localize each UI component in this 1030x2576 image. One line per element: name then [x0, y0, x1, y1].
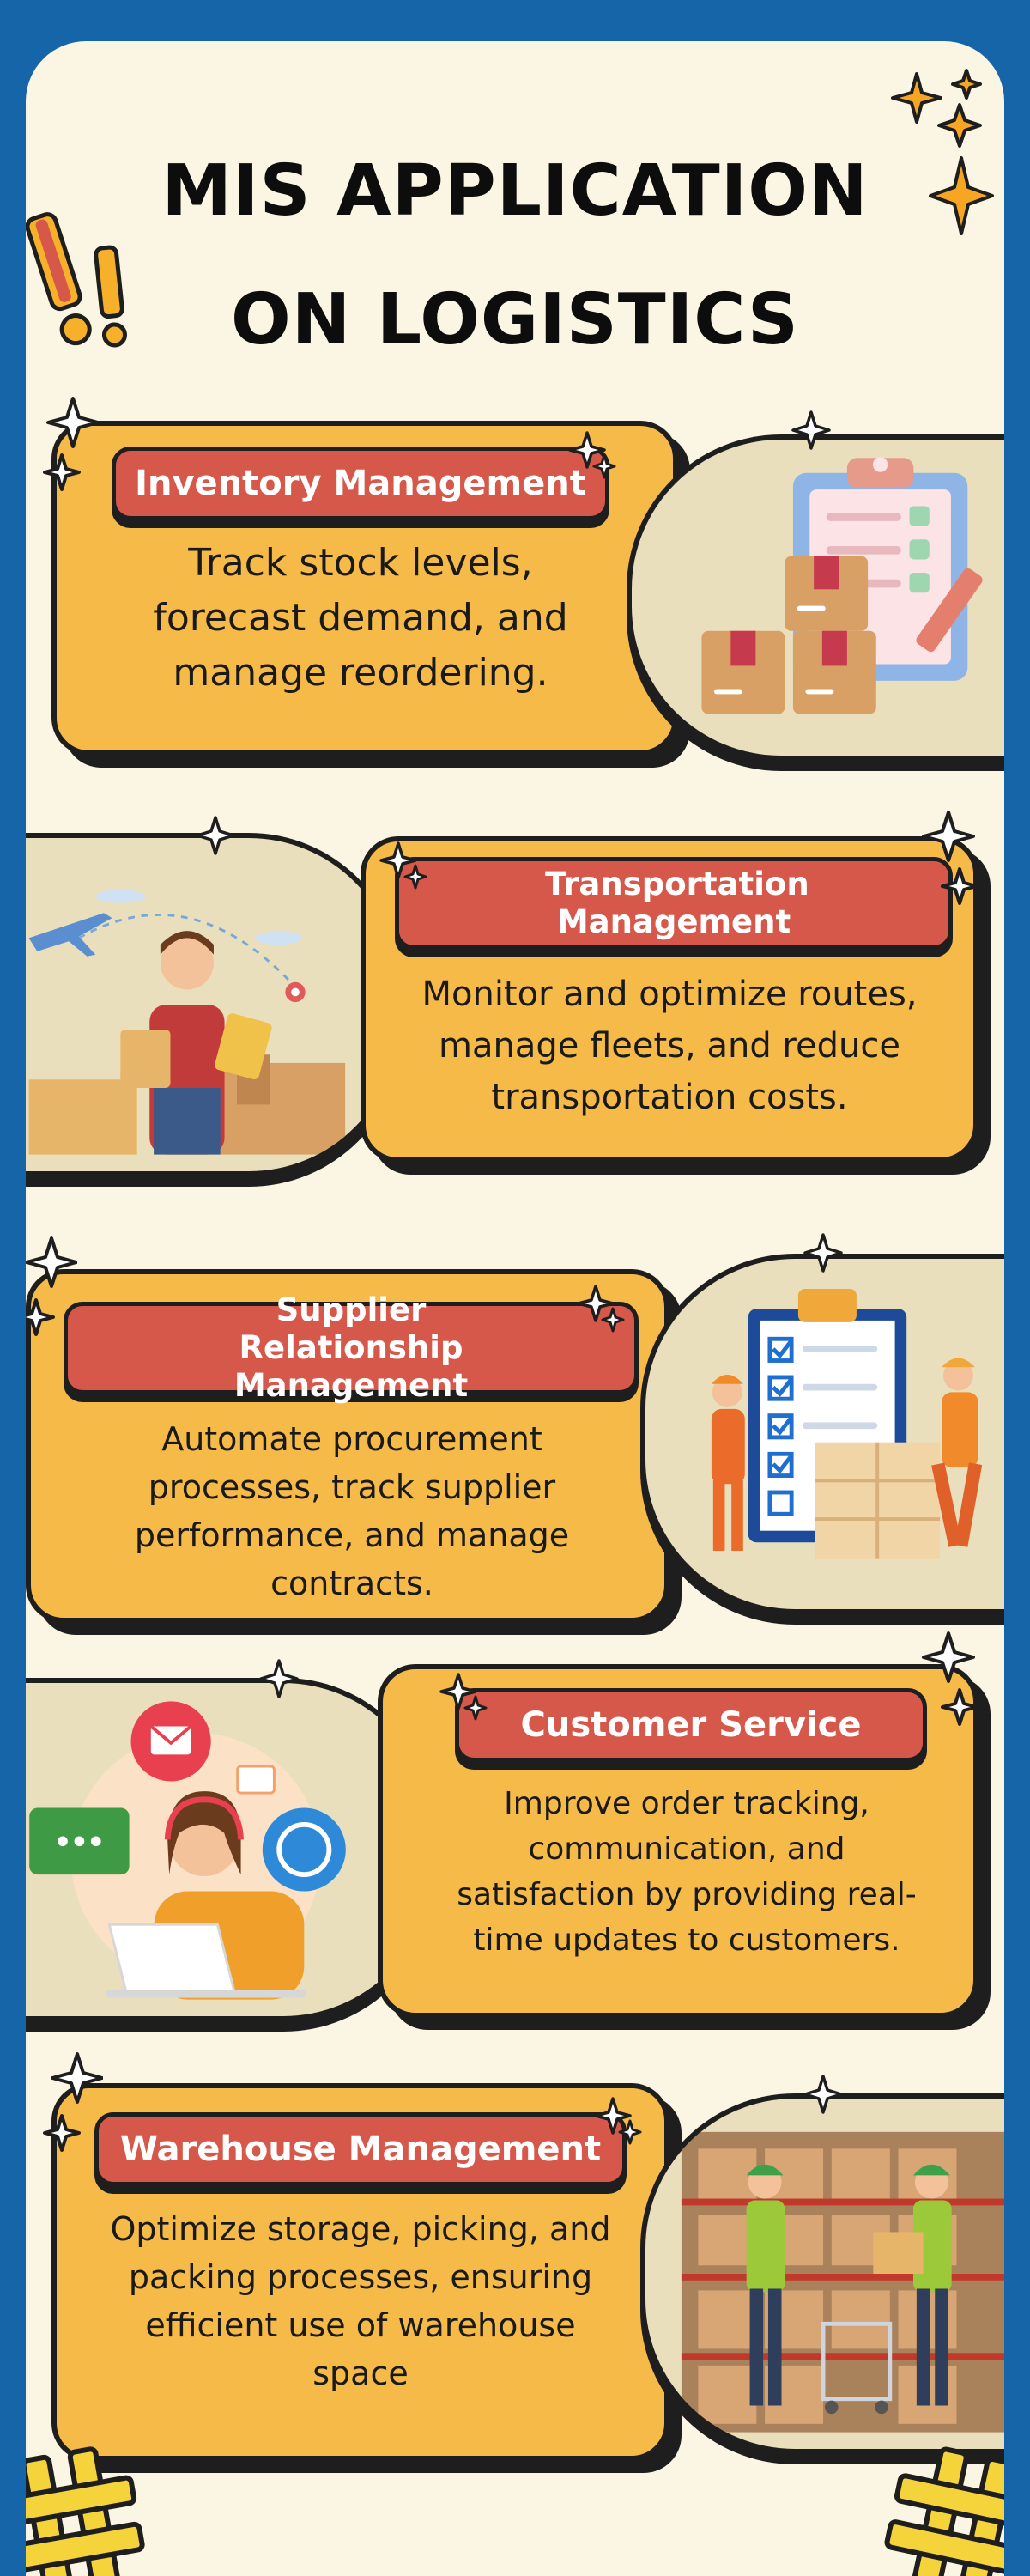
checklist-workers-icon: [711, 1288, 983, 1559]
warehouse-illustration-frame: [640, 2093, 1004, 2454]
customer-service-title: Customer Service: [520, 1705, 862, 1745]
transportation-title-pill: Transportation Management: [395, 857, 953, 950]
sparkle-icon: [803, 2075, 843, 2114]
customer-service-illustration-frame: [26, 1678, 438, 2021]
sparkle-icon: [594, 2097, 642, 2145]
warehouse-title-pill: Warehouse Management: [94, 2112, 627, 2186]
support-agent-icon: [29, 1701, 346, 2000]
sparkle-icon: [259, 1659, 299, 1698]
sparkle-icon: [26, 1236, 77, 1336]
sparkle-icon: [379, 841, 427, 890]
transportation-title: Transportation Management: [545, 866, 809, 940]
supplier-title: Supplier Relationship Management: [233, 1291, 469, 1404]
sparkle-icon: [439, 1673, 488, 1721]
customer-service-description: Improve order tracking, communication, a…: [457, 1786, 917, 1958]
inventory-title-pill: Inventory Management: [112, 447, 609, 520]
supplier-illustration-frame: [640, 1254, 1004, 1614]
sparkle-icon: [577, 1285, 625, 1333]
transportation-description: Monitor and optimize routes, manage flee…: [421, 975, 918, 1117]
inventory-illustration-frame: [627, 434, 1004, 761]
sparkle-icon: [43, 2052, 103, 2152]
page-title: MIS APPLICATION ON LOGISTICS: [129, 127, 901, 385]
sparkle-icon: [196, 816, 235, 855]
warehouse-title: Warehouse Management: [119, 2129, 602, 2169]
exclamation-marks-icon: [26, 212, 127, 348]
hash-symbol-icon: [884, 2446, 1004, 2576]
title-line-1: MIS APPLICATION: [161, 150, 869, 232]
inventory-description: Track stock levels, forecast demand, and…: [153, 541, 568, 695]
title-line-2: ON LOGISTICS: [231, 279, 799, 361]
sparkle-cluster-icon: [891, 69, 982, 148]
infographic-page: MIS APPLICATION ON LOGISTICS Inventory M…: [26, 41, 1004, 2576]
sparkle-icon: [929, 156, 994, 235]
supplier-title-pill: Supplier Relationship Management: [64, 1291, 639, 1404]
inventory-title: Inventory Management: [135, 464, 586, 503]
sparkle-icon: [803, 1233, 843, 1273]
supplier-description: Automate procurement processes, track su…: [134, 1420, 570, 1602]
clipboard-boxes-icon: [701, 457, 983, 714]
sparkle-icon: [43, 397, 100, 491]
hash-symbol-icon: [26, 2446, 145, 2576]
customer-service-title-pill: Customer Service: [455, 1688, 927, 1762]
sparkle-icon: [791, 410, 831, 450]
warehouse-workers-icon: [681, 2131, 1004, 2433]
sparkle-icon: [922, 811, 978, 905]
warehouse-description: Optimize storage, picking, and packing p…: [110, 2210, 611, 2392]
sparkle-icon: [568, 431, 616, 479]
transportation-illustration-frame: [26, 833, 403, 1176]
delivery-worker-plane-icon: [28, 890, 346, 1155]
sparkle-icon: [922, 1631, 978, 1726]
